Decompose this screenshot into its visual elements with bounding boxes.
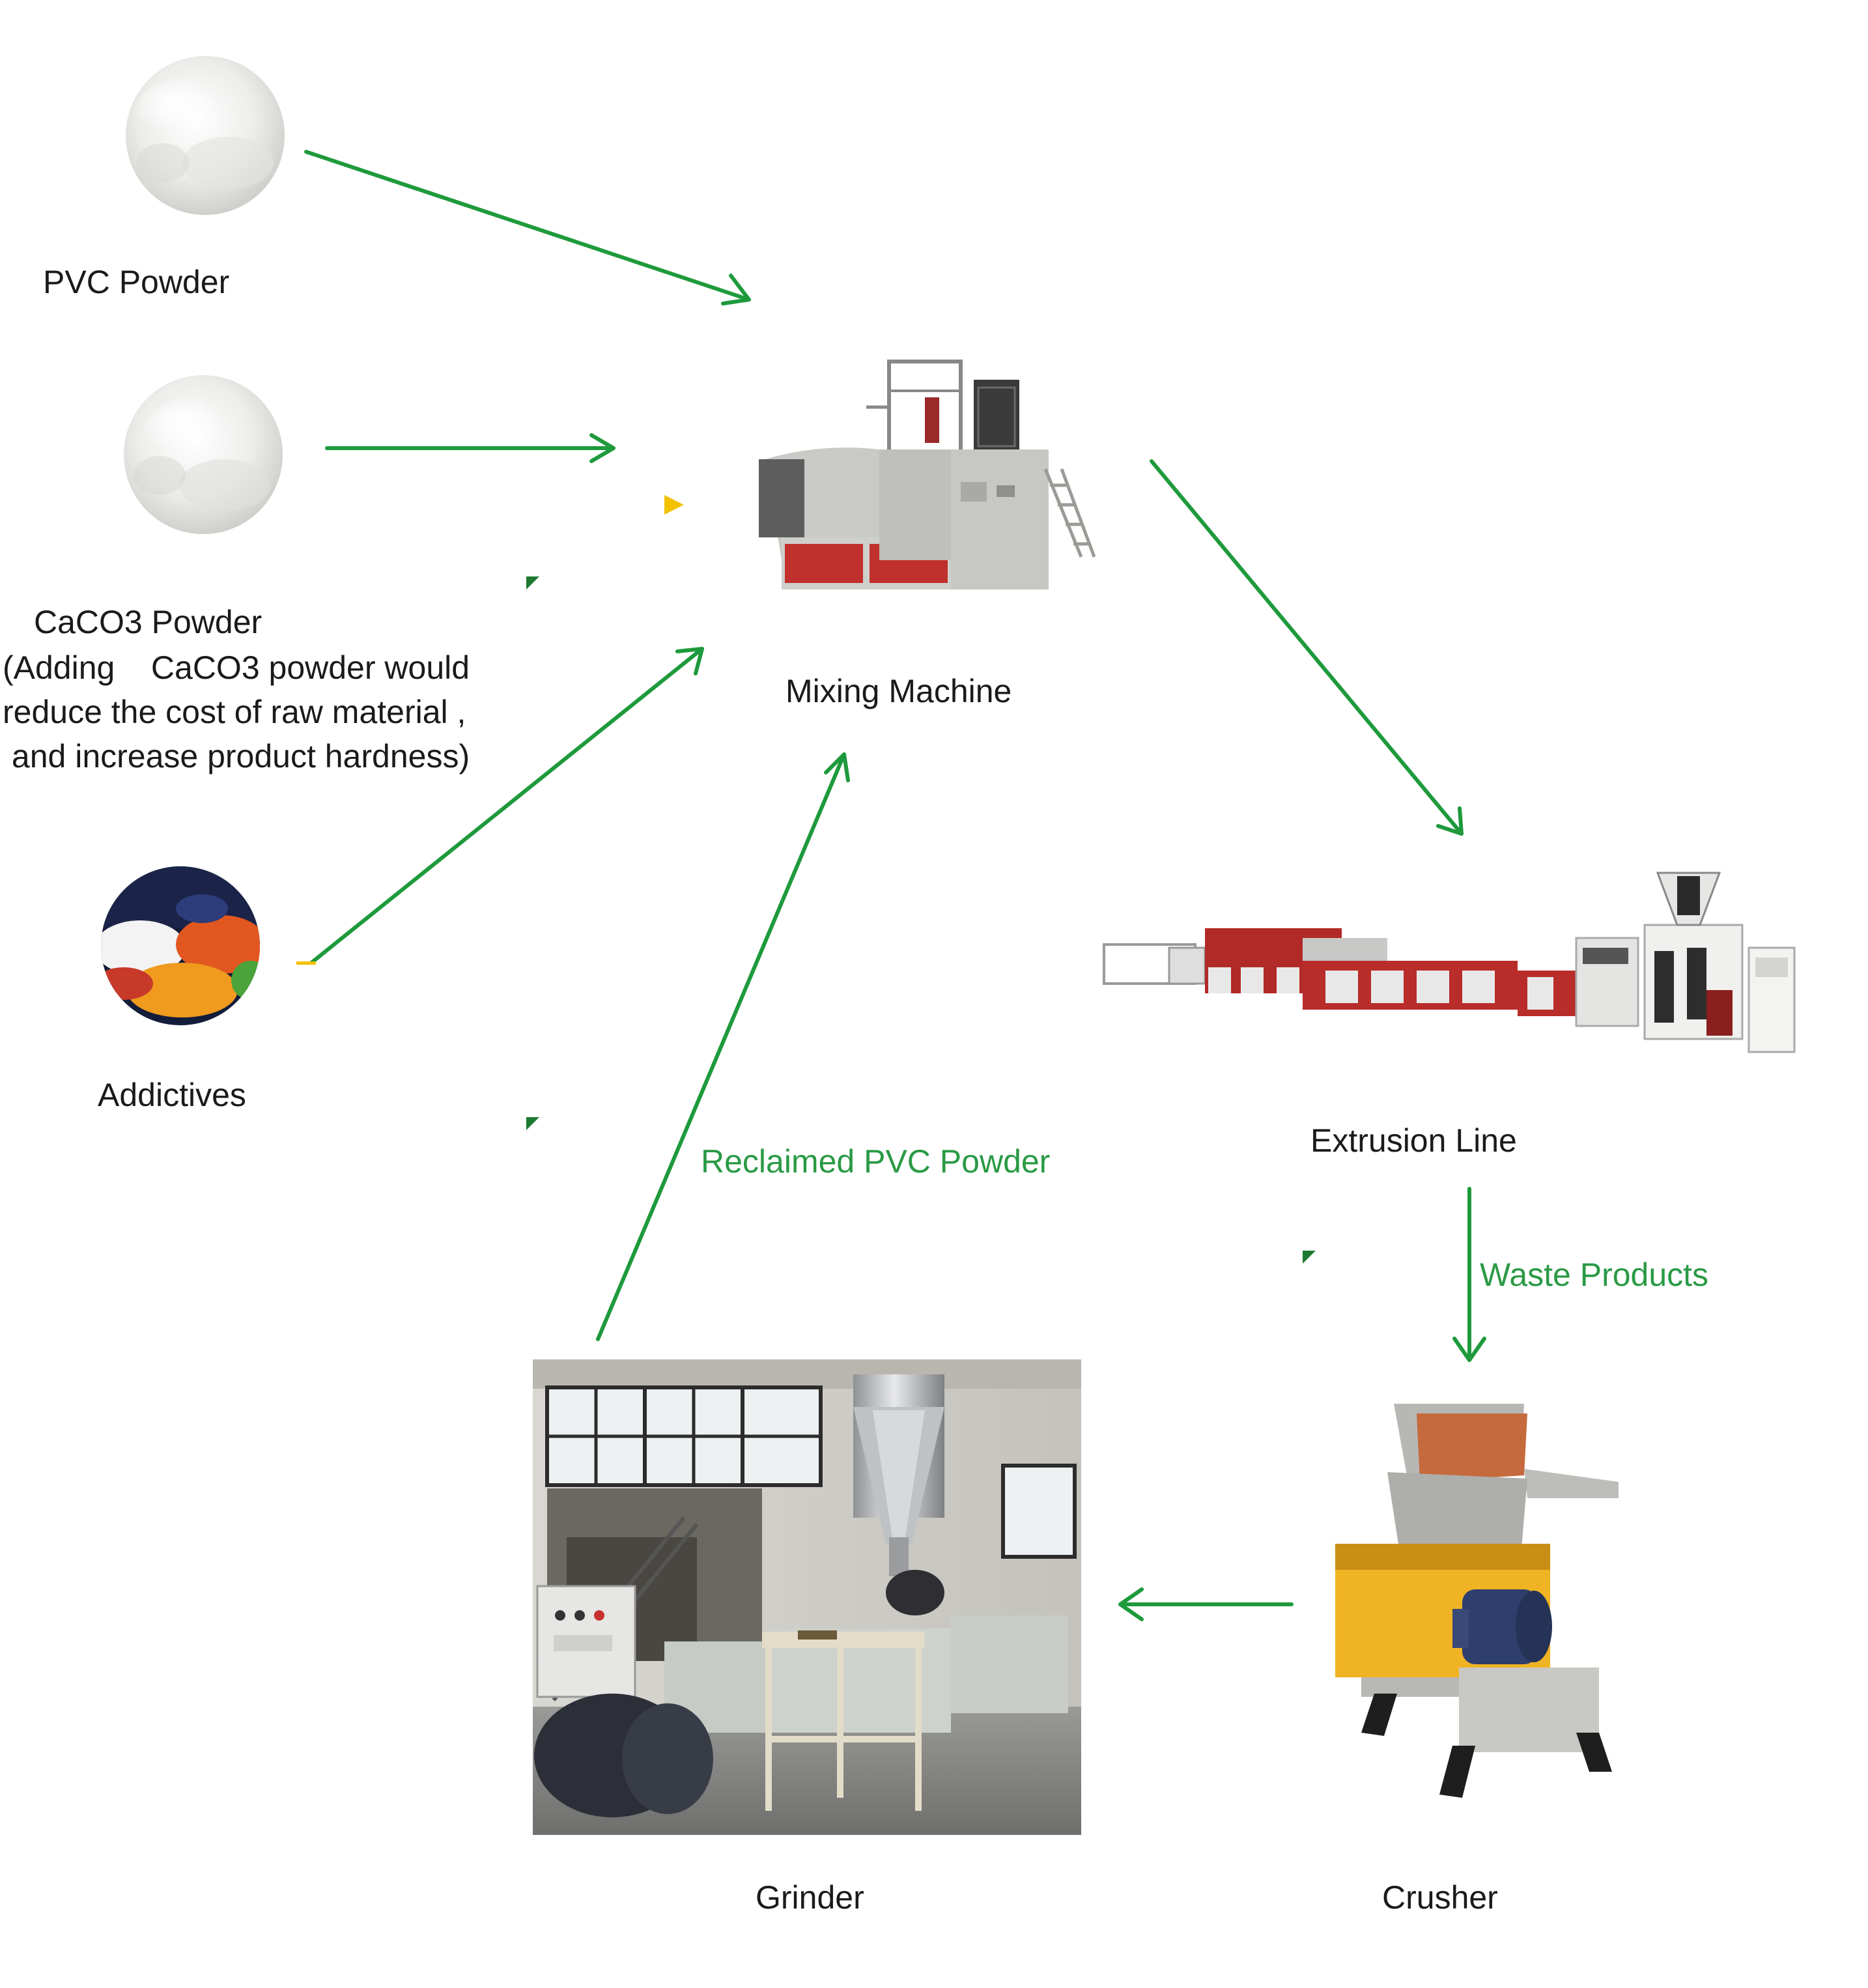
reclaimed-pvc-label: Reclaimed PVC Powder bbox=[701, 1143, 1051, 1180]
extrusion-line-image bbox=[1103, 872, 1796, 1053]
mixing-machine-label: Mixing Machine bbox=[785, 673, 1012, 709]
decorative-marks bbox=[296, 495, 1316, 1264]
arrow-extrusion-to-crusher bbox=[1452, 1187, 1486, 1362]
grinder-label: Grinder bbox=[756, 1879, 864, 1916]
crusher-label: Crusher bbox=[1382, 1879, 1498, 1916]
mixing-machine-image bbox=[759, 360, 1096, 589]
arrow-additives-to-mixer bbox=[309, 647, 704, 965]
pvc-powder-image bbox=[126, 56, 285, 215]
additives-image bbox=[101, 866, 260, 1025]
caco3-powder-image bbox=[124, 375, 283, 534]
waste-products-label: Waste Products bbox=[1480, 1257, 1709, 1293]
pvc-powder-label: PVC Powder bbox=[43, 264, 230, 300]
arrow-caco3-to-mixer bbox=[325, 433, 616, 463]
additives-label: Addictives bbox=[98, 1077, 246, 1113]
caco3-powder-label: CaCO3 Powder bbox=[34, 604, 262, 640]
arrow-grinder-to-mixer bbox=[596, 752, 850, 1341]
arrow-crusher-to-grinder bbox=[1118, 1587, 1294, 1621]
grinder-image bbox=[533, 1359, 1081, 1835]
crusher-image bbox=[1335, 1404, 1619, 1798]
caco3-note-line-1: (Adding CaCO3 powder would bbox=[3, 649, 470, 686]
caco3-note-line-3: and increase product hardness) bbox=[3, 738, 470, 774]
arrow-pvc-to-mixer bbox=[304, 150, 751, 305]
arrow-mixer-to-extrusion bbox=[1150, 459, 1464, 836]
caco3-note-line-2: reduce the cost of raw material , bbox=[3, 694, 466, 730]
extrusion-line-label: Extrusion Line bbox=[1310, 1122, 1517, 1159]
